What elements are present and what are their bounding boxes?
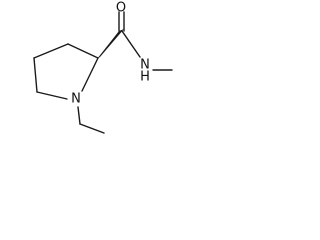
amide-nitrogen-label: N	[140, 58, 150, 73]
ring-bond-c3-c4	[33, 43, 69, 59]
amide-bond-c-n	[121, 30, 141, 58]
ring-bond-c2-c3	[67, 43, 99, 59]
ethyl-bond-n-ch2	[77, 106, 81, 125]
ring-bond-n1-c2	[81, 57, 99, 92]
amide-hydrogen-label: H	[140, 70, 150, 85]
oxygen-atom-label: O	[116, 1, 126, 16]
ring-nitrogen-label: N	[71, 92, 81, 107]
ring-bond-c4-c5	[33, 57, 38, 93]
ring-bond-c5-n1	[36, 91, 68, 100]
ethyl-bond-ch2-ch3	[79, 123, 105, 134]
chemical-structure-diagram: O N H N	[33, 1, 173, 134]
wedge-bond-stereocenter	[97, 29, 124, 59]
